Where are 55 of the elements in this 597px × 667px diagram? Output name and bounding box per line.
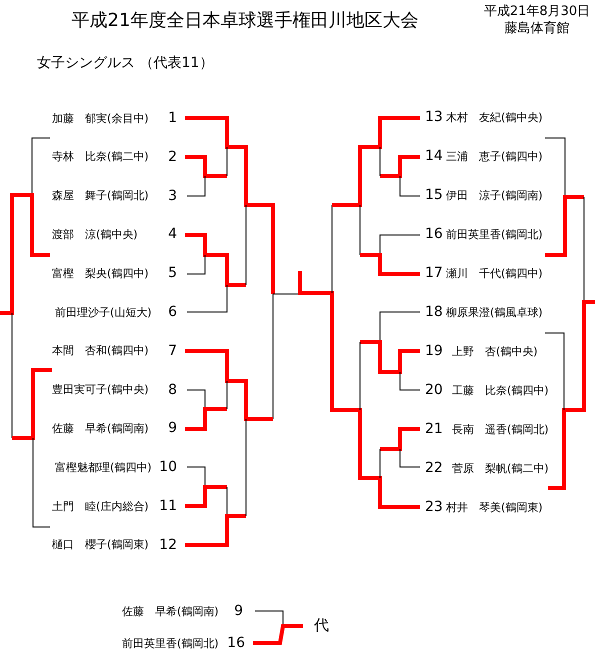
venue: 藤島体育館 (504, 22, 570, 34)
seed-number: 1 (168, 111, 177, 125)
seed-number: 7 (168, 344, 177, 358)
title: 平成21年度全日本卓球選手権田川地区大会 (72, 12, 418, 30)
player-name: 富樫魅都理(鶴四中) (55, 462, 152, 473)
player-name: 柳原果澄(鶴風卓球) (446, 306, 543, 318)
seed-number: 9 (168, 421, 177, 436)
date: 平成21年8月30日 (484, 4, 590, 18)
player-name: 土門 睦(庄内総合) (52, 500, 149, 512)
player-name: 本間 杏和(鶴四中) (52, 345, 149, 356)
seed-number: 13 (425, 110, 443, 124)
player-name: 森屋 舞子(鶴岡北) (52, 190, 149, 202)
seed-number: 16 (425, 227, 443, 241)
player-name: 前田英里香(鶴岡北) (122, 638, 219, 648)
player-name: 上野 杏(鶴中央) (452, 346, 538, 356)
seed-number: 12 (159, 538, 177, 552)
player-name: 前田英里香(鶴岡北) (446, 228, 543, 240)
seed-number: 22 (425, 461, 443, 475)
player-name: 伊田 涼子(鶴岡南) (446, 190, 543, 200)
player-name: 佐藤 早希(鶴岡南) (122, 606, 219, 616)
player-name: 豊田実可子(鶴中央) (52, 384, 149, 396)
player-name: 菅原 梨帆(鶴二中) (452, 462, 549, 474)
player-name: 渡部 涼(鶴中央) (52, 228, 138, 240)
seed-number: 5 (168, 266, 177, 280)
seed-number: 11 (159, 499, 177, 513)
seed-number: 21 (425, 422, 443, 436)
player-name: 加藤 郁実(余目中) (52, 112, 149, 124)
player-name: 瀬川 千代(鶴四中) (446, 268, 543, 278)
seed-number: 20 (425, 383, 443, 397)
seed-number: 14 (425, 149, 443, 163)
seed-number: 16 (227, 636, 245, 650)
seed-number: 6 (168, 305, 177, 319)
seed-number: 2 (168, 150, 177, 164)
seed-number: 8 (168, 382, 177, 397)
category-heading: 女子シングルス （代表11） (37, 56, 214, 70)
player-name: 木村 友紀(鶴中央) (446, 112, 543, 122)
player-name: 長南 遥香(鶴岡北) (452, 424, 549, 434)
seed-number: 18 (425, 305, 443, 319)
seed-number: 17 (425, 266, 443, 280)
player-name: 村井 琴美(鶴岡東) (446, 502, 543, 512)
result-mark: 代 (314, 618, 329, 632)
player-name: 工藤 比奈(鶴四中) (452, 384, 549, 396)
seed-number: 9 (234, 604, 243, 618)
player-name: 三浦 恵子(鶴四中) (446, 150, 543, 162)
player-name: 前田理沙子(山短大) (55, 306, 152, 318)
seed-number: 4 (168, 227, 177, 242)
seed-number: 3 (168, 188, 177, 203)
player-name: 寺林 比奈(鶴二中) (52, 151, 149, 162)
seed-number: 15 (425, 188, 443, 202)
seed-number: 19 (425, 344, 443, 358)
player-name: 樋口 櫻子(鶴岡東) (52, 539, 149, 550)
player-name: 富樫 梨央(鶴四中) (52, 268, 149, 279)
seed-number: 10 (159, 460, 177, 474)
player-name: 佐藤 早希(鶴岡南) (52, 422, 149, 434)
seed-number: 23 (425, 500, 443, 514)
